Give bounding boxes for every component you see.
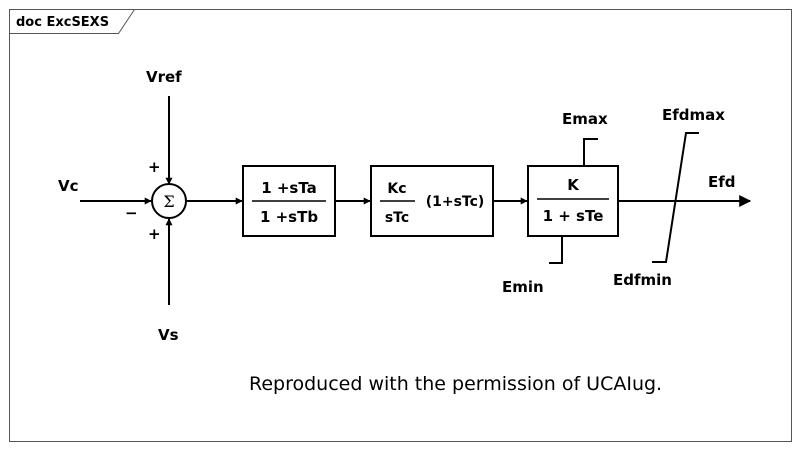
exciter-denominator: 1 + sTe [543,207,604,225]
sign-left: − [125,204,138,222]
emin-limit-mark [549,236,563,264]
emax-limit-mark [583,138,598,166]
summing-symbol: Σ [163,192,174,211]
pi-factor: (1+sTc) [426,194,485,210]
efd-limiter-mark [652,132,699,263]
emax-label: Emax [562,110,608,128]
emin-label: Emin [502,278,544,296]
frame-title: doc ExcSEXS [16,15,109,30]
efdmax-label: Efdmax [662,106,725,124]
vc-label: Vc [58,177,79,195]
pi-denominator: sTc [385,210,409,226]
efd-label: Efd [708,173,736,191]
exciter-block [527,165,619,237]
exciter-numerator: K [567,176,580,194]
efdmin-label: Edfmin [613,271,672,289]
permission-caption: Reproduced with the permission of UCAIug… [249,373,662,395]
vs-label: Vs [158,326,179,344]
vref-label: Vref [146,68,182,86]
frame-title-tab [9,9,135,34]
pi-numerator: Kc [387,181,406,197]
sign-bottom: + [148,225,161,243]
pi-block [370,165,494,237]
leadlag-denominator: 1 +sTb [260,208,318,226]
leadlag-numerator: 1 +sTa [261,179,317,197]
sign-top: + [148,158,161,176]
